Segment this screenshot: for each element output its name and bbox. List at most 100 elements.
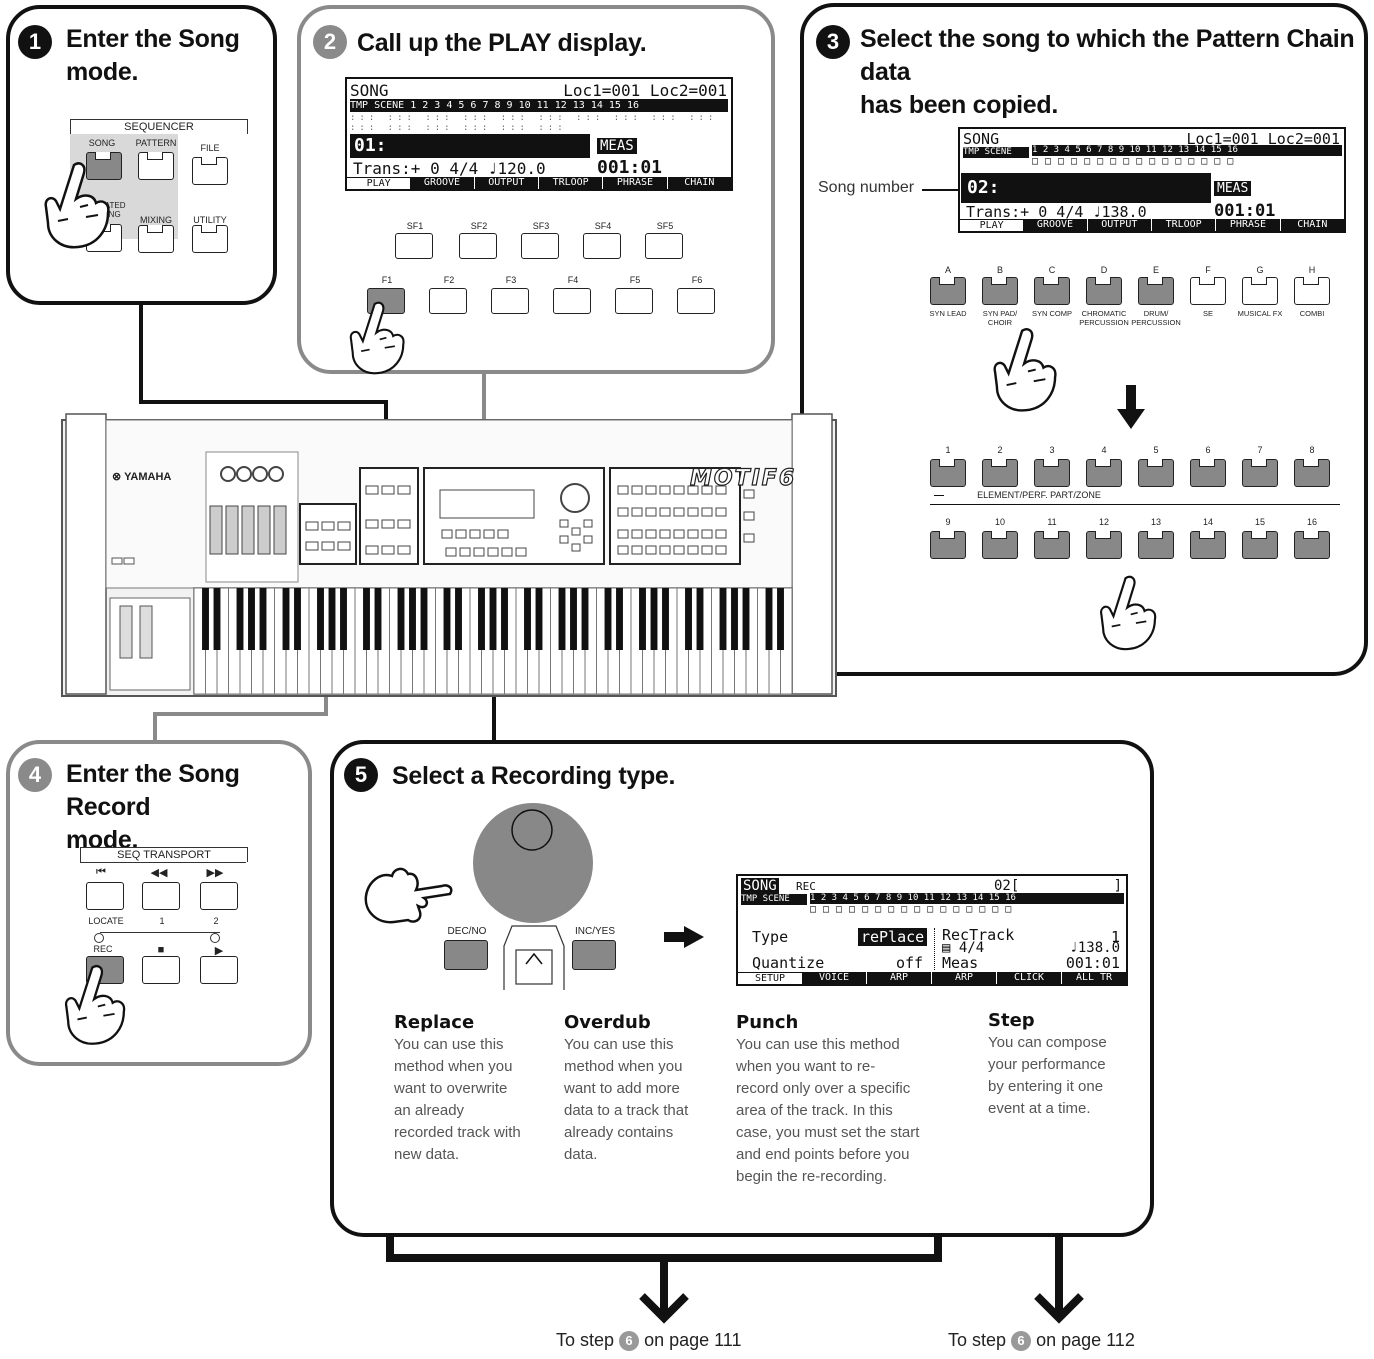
sf1-button[interactable]: [395, 233, 433, 259]
black-key: [409, 588, 416, 650]
element-label: ELEMENT/PERF. PART/ZONE: [944, 490, 1134, 500]
f5-button[interactable]: [615, 288, 653, 314]
sf4-button[interactable]: [583, 233, 621, 259]
bank-button-e[interactable]: [1138, 277, 1174, 305]
number-button-14[interactable]: [1190, 531, 1226, 559]
song-number-label: Song number: [818, 179, 915, 196]
number-button-2[interactable]: [982, 459, 1018, 487]
black-key: [501, 588, 508, 650]
number-button-7[interactable]: [1242, 459, 1278, 487]
step2-number: 2: [313, 25, 347, 59]
pointing-hand-icon: [364, 867, 453, 924]
number-button-10[interactable]: [982, 531, 1018, 559]
dec-no-button[interactable]: [444, 940, 488, 970]
play-button[interactable]: [200, 956, 238, 984]
pointing-hand-icon: [44, 162, 110, 249]
step5-title: Select a Recording type.: [392, 762, 676, 790]
sequencer-panel-title: SEQUENCER: [70, 119, 248, 134]
f6-button[interactable]: [677, 288, 715, 314]
f2-button[interactable]: [429, 288, 467, 314]
black-key: [443, 588, 451, 650]
number-button-8[interactable]: [1294, 459, 1330, 487]
footer-link-page-111[interactable]: To step 6 on page 111: [556, 1330, 742, 1352]
bank-button-f[interactable]: [1190, 277, 1226, 305]
black-key: [282, 588, 290, 650]
black-key: [248, 588, 255, 650]
sf5-button[interactable]: [645, 233, 683, 259]
utility-button[interactable]: [192, 225, 228, 253]
step6-badge: 6: [619, 1331, 640, 1352]
sf2-button[interactable]: [459, 233, 497, 259]
stop-button[interactable]: [142, 956, 180, 984]
inc-yes-button[interactable]: [572, 940, 616, 970]
file-button[interactable]: [192, 157, 228, 185]
pointing-hand-icon: [993, 328, 1057, 412]
step3-number: 3: [816, 25, 850, 59]
black-key: [374, 588, 382, 650]
number-button-4[interactable]: [1086, 459, 1122, 487]
black-key: [731, 588, 738, 650]
song-button[interactable]: [86, 152, 122, 180]
footer-link-page-112[interactable]: To step 6 on page 112: [948, 1330, 1135, 1352]
pattern-button[interactable]: [138, 152, 174, 180]
black-key: [294, 588, 301, 650]
black-key: [639, 588, 646, 650]
replace-heading: Replace: [394, 1012, 475, 1033]
rewind-button[interactable]: [142, 882, 180, 910]
bank-button-d[interactable]: [1086, 277, 1122, 305]
number-button-6[interactable]: [1190, 459, 1226, 487]
data-dial-icon[interactable]: [470, 800, 596, 926]
bank-button-c[interactable]: [1034, 277, 1070, 305]
number-button-13[interactable]: [1138, 531, 1174, 559]
motif-logo: MOTIF6: [689, 465, 797, 491]
number-button-12[interactable]: [1086, 531, 1122, 559]
number-button-11[interactable]: [1034, 531, 1070, 559]
record-setup-display: SONG REC 02[ ] TMP SCENE 1 2 3 4 5 6 7 8…: [736, 874, 1128, 986]
yamaha-logo: ⊗ YAMAHA: [112, 471, 172, 483]
top-button[interactable]: [86, 882, 124, 910]
number-button-9[interactable]: [930, 531, 966, 559]
black-key: [696, 588, 704, 650]
black-key: [616, 588, 623, 650]
number-button-16[interactable]: [1294, 531, 1330, 559]
number-button-5[interactable]: [1138, 459, 1174, 487]
black-key: [259, 588, 267, 650]
locate-label: LOCATE: [88, 916, 124, 926]
pointing-hand-icon: [349, 301, 405, 375]
number-button-15[interactable]: [1242, 531, 1278, 559]
step-heading: Step: [988, 1010, 1035, 1031]
black-key: [213, 588, 221, 650]
bank-button-g[interactable]: [1242, 277, 1278, 305]
punch-heading: Punch: [736, 1012, 799, 1033]
black-key: [604, 588, 612, 650]
bank-button-h[interactable]: [1294, 277, 1330, 305]
mixing-button[interactable]: [138, 225, 174, 253]
play-display-tabs: PLAY GROOVE OUTPUT TRLOOP PHRASE CHAIN: [347, 177, 731, 189]
black-key: [317, 588, 324, 650]
step1-number: 1: [18, 25, 52, 59]
sf3-button[interactable]: [521, 233, 559, 259]
number-button-1[interactable]: [930, 459, 966, 487]
step5-box: 5 Select a Recording type. DEC/NO INC/YE…: [330, 740, 1154, 1237]
black-key: [236, 588, 244, 650]
bank-button-b[interactable]: [982, 277, 1018, 305]
fast-forward-button[interactable]: [200, 882, 238, 910]
pointing-hand-icon: [64, 964, 126, 1045]
f4-button[interactable]: [553, 288, 591, 314]
bank-button-a[interactable]: [930, 277, 966, 305]
f3-button[interactable]: [491, 288, 529, 314]
number-button-3[interactable]: [1034, 459, 1070, 487]
step5-number: 5: [344, 758, 378, 792]
black-key: [662, 588, 669, 650]
step3-title: Select the song to which the Pattern Cha…: [860, 25, 1355, 119]
play-display: SONG Loc1=001 Loc2=001 TMP SCENE 1 2 3 4…: [345, 77, 733, 191]
black-key: [363, 588, 370, 650]
